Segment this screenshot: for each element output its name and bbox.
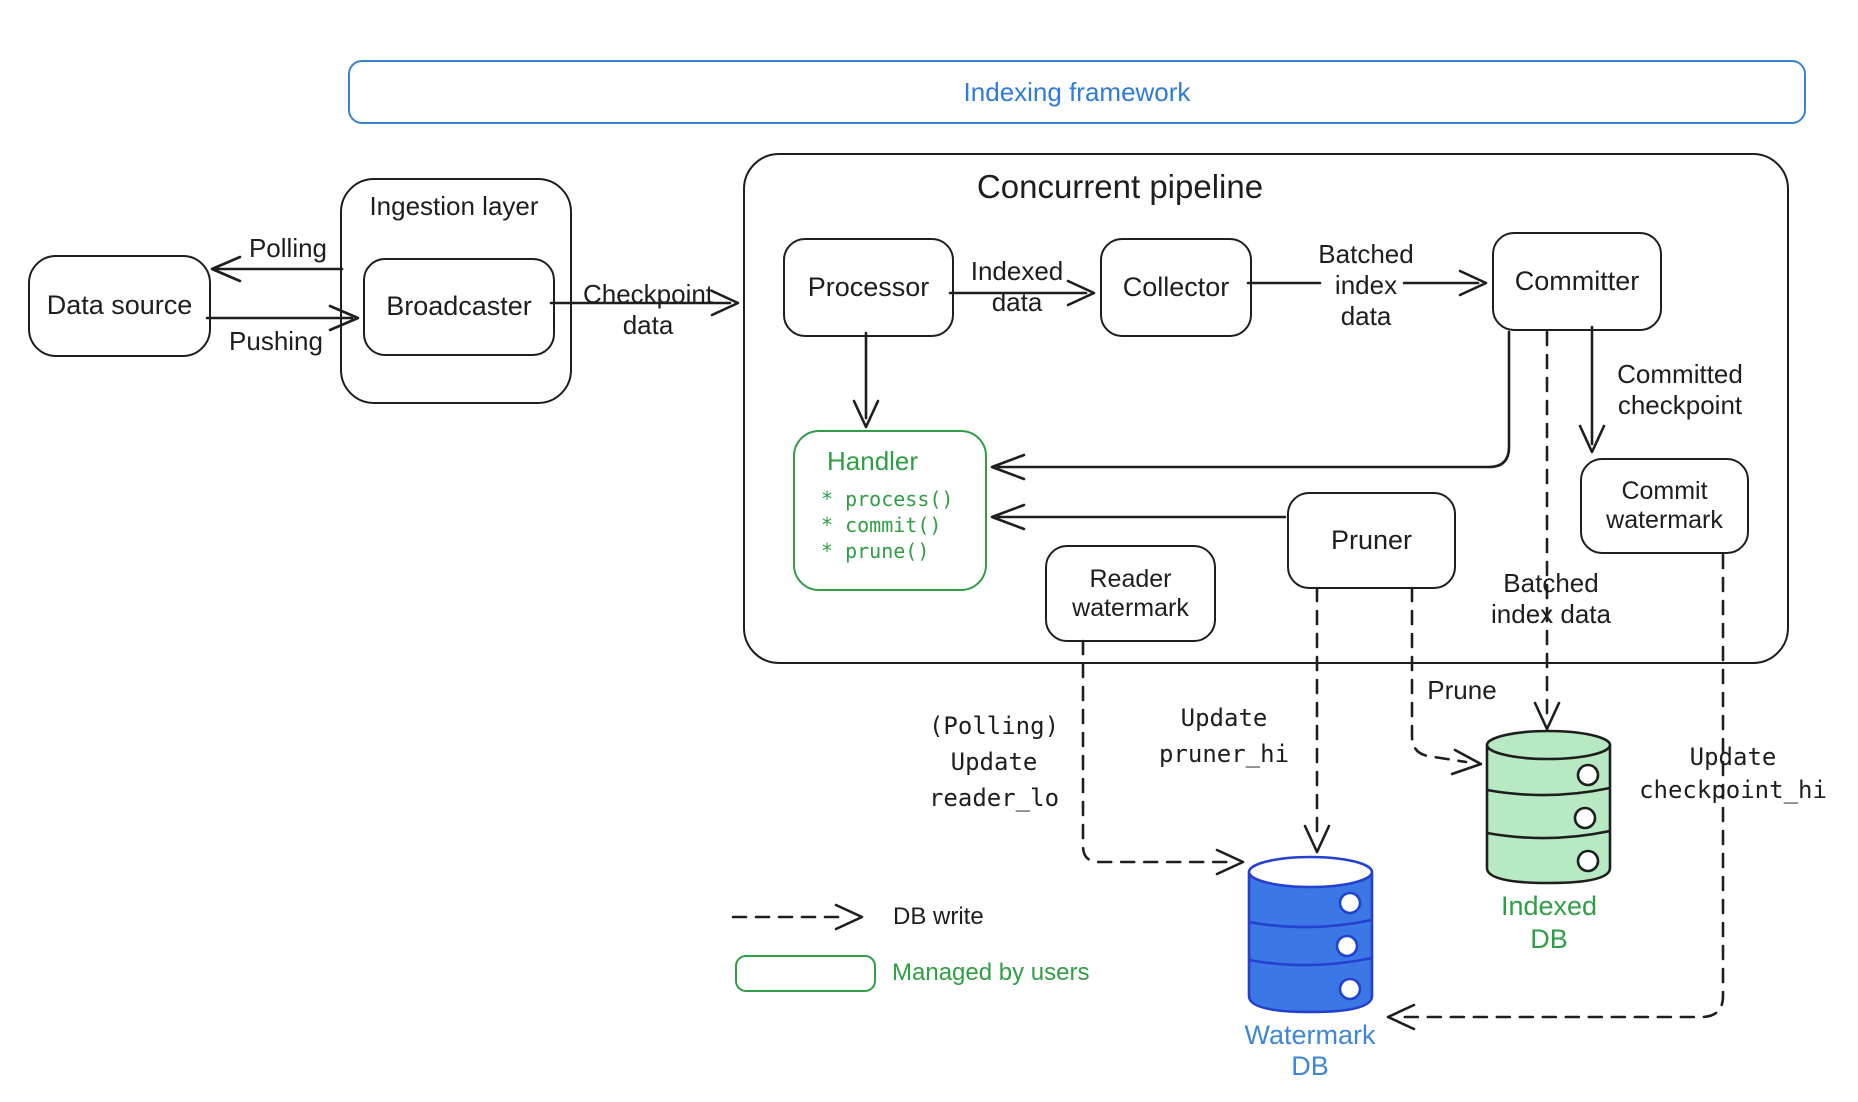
reader-lo-dashed-arrow — [1081, 639, 1245, 876]
update-reader-lo-label: (Polling) Update reader_lo — [928, 712, 1060, 812]
processor-collector-arrow — [948, 279, 1096, 307]
processor-handler-arrow — [852, 331, 880, 429]
pruner-hi-dashed-arrow — [1303, 586, 1331, 854]
pruner-label: Pruner — [1330, 524, 1413, 555]
legend-db-write-arrow — [731, 903, 864, 931]
indexing-framework-banner: Indexing framework — [348, 60, 1806, 124]
checkpoint-data-label: Checkpoint data — [582, 279, 714, 341]
committer-handler-feedback-arrow — [990, 330, 1511, 481]
legend-managed-by-users-box — [735, 955, 876, 992]
collector-box: Collector — [1100, 238, 1252, 337]
update-checkpoint-hi-label: Update checkpoint_hi — [1639, 743, 1827, 804]
handler-title: Handler — [827, 446, 919, 476]
reader-watermark-label: Reader watermark — [1072, 564, 1189, 622]
committer-label: Committer — [1514, 265, 1640, 296]
concurrent-pipeline-box — [743, 153, 1789, 664]
commit-watermark-box: Commit watermark — [1580, 458, 1749, 554]
data-source-box: Data source — [28, 255, 211, 357]
legend-db-write-label: DB write — [893, 903, 984, 930]
collector-label: Collector — [1122, 271, 1230, 302]
checkpoint-hi-dashed-arrow — [1386, 553, 1725, 1031]
broadcaster-label: Broadcaster — [386, 291, 532, 322]
ingestion-layer-label: Ingestion layer — [369, 191, 539, 221]
polling-label: Polling — [248, 233, 328, 263]
concurrent-pipeline-title: Concurrent pipeline — [976, 168, 1264, 205]
legend-managed-by-users-label: Managed by users — [892, 959, 1090, 986]
prune-label: Prune — [1427, 675, 1497, 705]
processor-box: Processor — [783, 238, 954, 337]
indexed-db-cylinder — [1485, 729, 1612, 885]
banner-label: Indexing framework — [963, 76, 1191, 107]
prune-dashed-arrow — [1410, 586, 1483, 776]
handler-methods: * process() * commit() * prune() — [821, 487, 954, 563]
pushing-arrow — [205, 304, 360, 332]
batched-index-dashed-arrow — [1533, 330, 1561, 731]
update-pruner-hi-label: Update pruner_hi — [1158, 704, 1290, 768]
indexed-db-label: Indexed DB — [1500, 891, 1598, 954]
batched-index-data-label-2: Batched index data — [1491, 568, 1611, 630]
watermark-db-cylinder — [1247, 855, 1374, 1014]
committer-box: Committer — [1492, 232, 1662, 331]
reader-watermark-box: Reader watermark — [1045, 545, 1216, 642]
handler-box: Handler * process() * commit() * prune() — [793, 430, 987, 591]
indexed-data-label: Indexed data — [970, 256, 1064, 318]
watermark-db-label: Watermark DB — [1244, 1020, 1376, 1081]
pruner-handler-arrow — [990, 503, 1287, 531]
data-source-label: Data source — [46, 290, 193, 321]
pushing-label: Pushing — [229, 326, 323, 356]
batched-index-data-label: Batched index data — [1318, 239, 1414, 332]
broadcaster-box: Broadcaster — [363, 258, 555, 356]
checkpoint-data-arrow — [549, 289, 740, 317]
pruner-box: Pruner — [1287, 492, 1456, 589]
commit-watermark-label: Commit watermark — [1606, 477, 1723, 534]
polling-arrow — [210, 255, 344, 283]
processor-label: Processor — [807, 271, 930, 302]
ingestion-layer-box — [340, 178, 572, 404]
committed-checkpoint-label: Committed checkpoint — [1617, 359, 1743, 421]
committer-commit-watermark-arrow — [1578, 325, 1606, 454]
collector-committer-arrow — [1246, 269, 1488, 297]
